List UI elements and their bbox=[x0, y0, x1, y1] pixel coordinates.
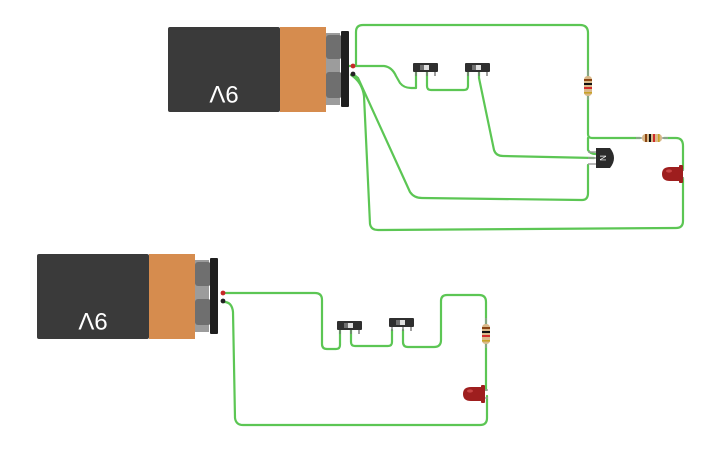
wire-switch1-to-switch2[interactable] bbox=[425, 70, 470, 92]
led-rim bbox=[679, 165, 683, 183]
switch-knob[interactable] bbox=[344, 323, 348, 328]
battery-bottom[interactable]: 9V bbox=[37, 254, 226, 339]
wire-negative-to-transistor-emitter[interactable] bbox=[351, 72, 590, 202]
slide-switch-3[interactable] bbox=[337, 321, 362, 334]
battery-clip bbox=[210, 258, 218, 334]
led-highlight bbox=[666, 169, 672, 173]
resistor-band bbox=[584, 79, 592, 81]
resistor-band bbox=[649, 134, 651, 142]
switch-slot bbox=[472, 65, 481, 70]
resistor-r1[interactable] bbox=[584, 70, 592, 100]
wire-positive-to-switch1[interactable] bbox=[350, 64, 418, 90]
battery-body bbox=[37, 254, 149, 339]
wire-r1-to-transistor[interactable] bbox=[586, 94, 642, 140]
resistor-band bbox=[584, 83, 592, 85]
battery-body bbox=[168, 27, 280, 112]
wire-switch1-to-switch2[interactable] bbox=[349, 328, 394, 348]
switch-slot bbox=[344, 323, 353, 328]
led-rim bbox=[481, 385, 485, 403]
slide-switch-2[interactable] bbox=[465, 63, 490, 76]
wire-negative-return[interactable] bbox=[222, 300, 489, 427]
led-bottom[interactable] bbox=[463, 385, 488, 403]
resistor-band bbox=[658, 134, 660, 142]
battery-top[interactable]: 9V bbox=[168, 27, 356, 112]
npn-transistor[interactable]: N bbox=[588, 148, 614, 168]
resistor-r2[interactable] bbox=[636, 134, 668, 142]
resistor-band bbox=[645, 134, 647, 142]
switch-knob[interactable] bbox=[420, 65, 424, 70]
battery-terminal-positive[interactable] bbox=[195, 262, 211, 286]
resistor-band bbox=[653, 134, 655, 142]
transistor-label: N bbox=[598, 155, 607, 161]
circuit-bottom: 9V bbox=[37, 254, 490, 427]
negative-lead bbox=[220, 298, 226, 304]
resistor-band bbox=[482, 335, 490, 337]
wires-bottom bbox=[222, 291, 489, 427]
slide-switch-4[interactable] bbox=[389, 318, 414, 331]
resistor-band bbox=[584, 92, 592, 94]
battery-terminal-negative[interactable] bbox=[326, 72, 342, 98]
negative-lead bbox=[350, 71, 356, 77]
positive-lead bbox=[220, 290, 226, 296]
battery-band bbox=[149, 254, 195, 339]
wires-top bbox=[347, 23, 685, 232]
led-highlight bbox=[467, 389, 473, 393]
wire-r2-to-led[interactable] bbox=[662, 136, 685, 172]
switch-slot bbox=[420, 65, 429, 70]
wire-switch2-to-transistor[interactable] bbox=[477, 70, 596, 160]
battery-clip bbox=[341, 31, 349, 107]
battery-band bbox=[280, 27, 326, 112]
circuit-top: 9V bbox=[168, 23, 685, 232]
led-body bbox=[463, 387, 484, 401]
led-top[interactable] bbox=[662, 165, 684, 183]
transistor-body bbox=[596, 148, 614, 168]
resistor-band bbox=[584, 87, 592, 89]
wire-r1-to-transistor-base[interactable] bbox=[586, 136, 598, 156]
resistor-r3[interactable] bbox=[482, 318, 490, 348]
positive-lead bbox=[350, 63, 356, 69]
switch-knob[interactable] bbox=[396, 320, 400, 325]
resistor-band bbox=[482, 327, 490, 329]
slide-switch-1[interactable] bbox=[413, 63, 438, 76]
battery-terminal-negative[interactable] bbox=[195, 299, 211, 325]
wire-positive-to-top-rail[interactable] bbox=[347, 23, 590, 80]
wire-negative-to-led[interactable] bbox=[349, 73, 685, 232]
resistor-band bbox=[482, 340, 490, 342]
battery-terminal-positive[interactable] bbox=[326, 35, 342, 59]
switch-knob[interactable] bbox=[472, 65, 476, 70]
switch-slot bbox=[396, 320, 405, 325]
battery-label: 9V bbox=[209, 80, 238, 107]
wire-positive-to-switch1[interactable] bbox=[222, 291, 342, 351]
battery-label: 9V bbox=[78, 307, 107, 334]
wire-switch2-to-resistor[interactable] bbox=[401, 293, 488, 349]
resistor-band bbox=[482, 331, 490, 333]
